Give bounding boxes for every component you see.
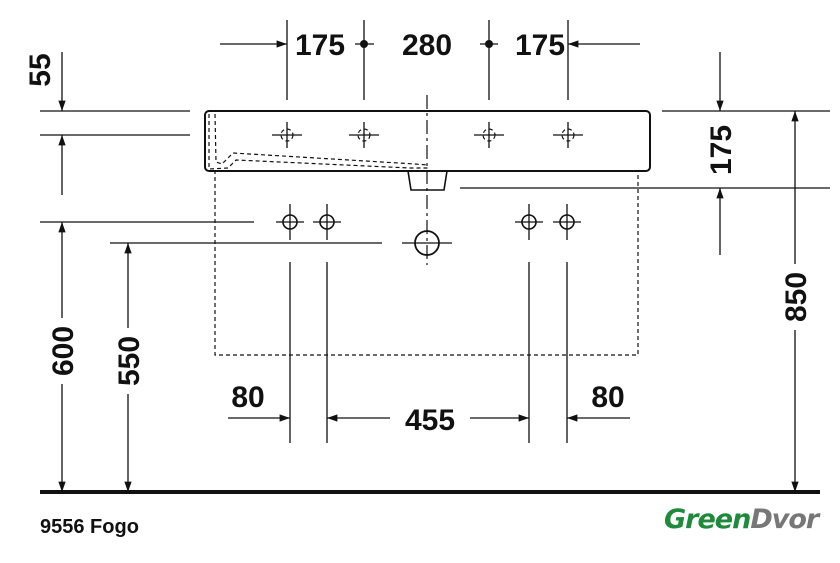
logo-green: Green bbox=[664, 504, 751, 535]
dim-height-600: 600 bbox=[47, 326, 80, 376]
dim-top-right: 175 bbox=[515, 29, 565, 62]
cabinet-outline bbox=[214, 170, 639, 356]
model-label: 9556 Fogo bbox=[40, 516, 139, 538]
supply-connections bbox=[276, 204, 581, 256]
dim-left-rim: 55 bbox=[24, 53, 57, 86]
drain-outlet bbox=[402, 230, 452, 256]
dim-height-550: 550 bbox=[113, 336, 146, 386]
logo: GreenDvor bbox=[664, 504, 819, 535]
dim-bottom-right: 80 bbox=[591, 381, 624, 414]
dim-bottom-middle: 455 bbox=[405, 404, 455, 437]
dim-top-middle: 280 bbox=[402, 29, 452, 62]
dim-height-850: 850 bbox=[780, 272, 813, 322]
dim-top-left: 175 bbox=[295, 29, 345, 62]
dim-bottom-left: 80 bbox=[231, 381, 264, 414]
tap-holes bbox=[272, 122, 583, 148]
logo-dvor: Dvor bbox=[750, 504, 819, 535]
dim-right-depth: 175 bbox=[705, 125, 738, 175]
